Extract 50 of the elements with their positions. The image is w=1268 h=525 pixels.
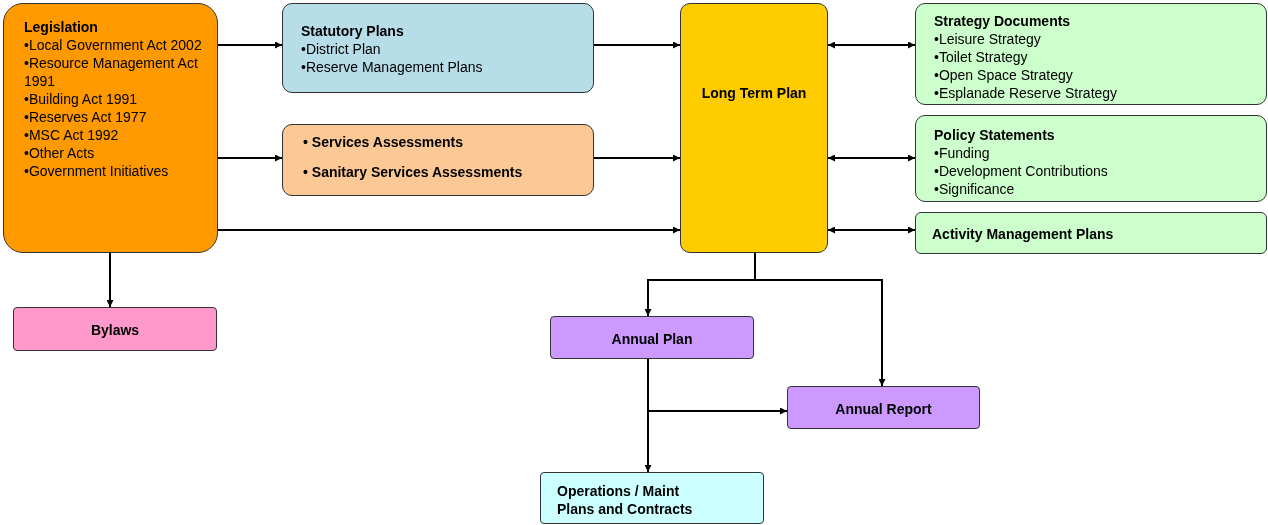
process-box <box>787 386 980 429</box>
box-heading: Strategy Documents <box>934 12 1072 30</box>
box-text: •Resource Management Act 1991 <box>24 54 199 90</box>
box-heading: Policy Statements <box>934 126 1056 144</box>
box-text: •Development Contributions <box>934 162 1109 180</box>
box-text: Bylaws <box>89 321 141 339</box>
box-text: •Open Space Strategy <box>934 66 1074 84</box>
box-text: •Toilet Strategy <box>934 48 1029 66</box>
process-box <box>13 307 217 351</box>
box-text: •Other Acts <box>24 144 96 162</box>
box-text: Long Term Plan <box>701 84 807 102</box>
arrow <box>827 41 916 49</box>
arrow <box>827 154 916 162</box>
box-text: • Sanitary Services Assessments <box>303 163 524 181</box>
process-box <box>540 472 764 524</box>
process-box <box>915 212 1267 254</box>
box-text: •Government Initiatives <box>24 162 170 180</box>
arrow <box>644 358 652 473</box>
box-text: •Leisure Strategy <box>934 30 1042 48</box>
process-box <box>550 316 754 359</box>
process-box <box>915 3 1267 105</box>
box-text: •Esplanade Reserve Strategy <box>934 84 1119 102</box>
arrow <box>593 41 681 49</box>
arrow <box>106 252 114 308</box>
box-text: •Reserve Management Plans <box>301 58 484 76</box>
box-text: Activity Management Plans <box>932 225 1115 243</box>
box-text: Annual Report <box>834 400 933 418</box>
box-heading: Statutory Plans <box>301 22 405 40</box>
arrow <box>593 154 681 162</box>
process-box <box>3 3 218 253</box>
process-box <box>680 3 828 253</box>
box-text: Operations / Maint Plans and Contracts <box>557 482 694 518</box>
process-box <box>915 115 1267 202</box>
box-text: •District Plan <box>301 40 382 58</box>
arrow <box>217 154 283 162</box>
arrow <box>827 226 916 234</box>
box-text: •Reserves Act 1977 <box>24 108 148 126</box>
box-text: •Local Government Act 2002 <box>24 36 203 54</box>
process-box <box>282 3 594 93</box>
box-heading: Legislation <box>24 18 99 36</box>
box-text: •Building Act 1991 <box>24 90 139 108</box>
box-text: •Significance <box>934 180 1016 198</box>
box-text: •MSC Act 1992 <box>24 126 120 144</box>
box-text: • Services Assessments <box>303 133 465 151</box>
arrow <box>217 41 283 49</box>
arrow <box>754 252 886 387</box>
process-box <box>282 124 594 196</box>
arrow <box>217 226 681 234</box>
box-text: •Funding <box>934 144 991 162</box>
box-text: Annual Plan <box>610 330 694 348</box>
